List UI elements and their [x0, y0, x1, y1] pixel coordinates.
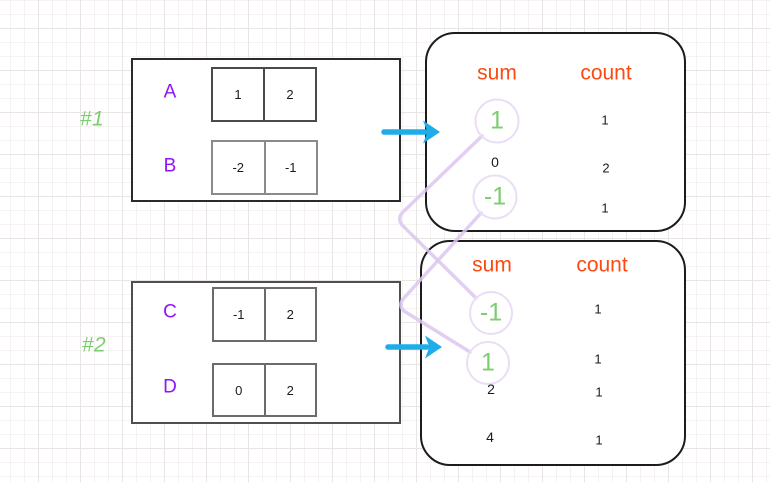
sum-value-highlighted: -1 [479, 298, 503, 327]
array-label-a: A [163, 81, 177, 103]
highlight-circle [472, 174, 518, 220]
highlight-circle [474, 98, 520, 144]
sum-value: 4 [486, 429, 494, 445]
highlight-circle [466, 341, 510, 385]
sum-value: 2 [487, 381, 495, 397]
cell-value: 2 [263, 289, 316, 340]
sum-value-highlighted: 1 [490, 106, 504, 135]
count-value: 1 [601, 200, 609, 216]
sum-value-highlighted: 1 [481, 348, 495, 377]
array-cells-d: 0 2 [212, 363, 317, 417]
count-value: 1 [595, 432, 603, 448]
count-value: 1 [594, 351, 602, 367]
connector-line-1 [398, 134, 484, 300]
group-2-result-panel [420, 240, 686, 466]
highlight-circle [469, 291, 513, 335]
cell-value: -1 [232, 307, 245, 322]
count-value: 1 [594, 301, 602, 317]
group-2-label: #2 [81, 333, 107, 357]
sum-value: 0 [491, 154, 499, 170]
count-value: 2 [602, 160, 610, 176]
cell-value: 0 [235, 382, 243, 398]
cell-value: 1 [234, 87, 242, 102]
array-cells-c: -1 2 [212, 287, 317, 342]
count-value: 1 [601, 112, 609, 128]
array-cells-b: -2 -1 [211, 140, 318, 195]
cell-value: 2 [263, 69, 315, 120]
sum-header: sum [472, 253, 512, 277]
cell-value: -2 [232, 160, 245, 175]
array-label-d: D [163, 376, 177, 398]
count-header: count [580, 61, 632, 85]
connector-line-2 [399, 211, 483, 354]
array-label-c: C [163, 301, 177, 323]
group-1-result-panel [425, 32, 686, 232]
sum-header: sum [477, 61, 517, 85]
array-label-b: B [163, 155, 177, 177]
flow-arrow-1-icon [381, 120, 440, 144]
group-1-label: #1 [79, 107, 105, 131]
sum-value-highlighted: -1 [483, 182, 507, 211]
array-cells-a: 1 2 [211, 67, 317, 122]
cell-value: -1 [263, 142, 317, 193]
flow-arrow-2-icon [385, 335, 442, 359]
count-value: 1 [595, 384, 603, 400]
cell-value: 2 [263, 365, 316, 415]
count-header: count [576, 253, 628, 277]
